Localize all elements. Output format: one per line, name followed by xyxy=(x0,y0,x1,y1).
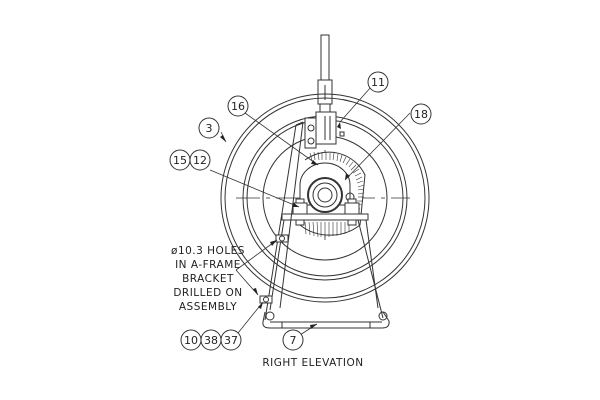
gearbox-bracket xyxy=(304,117,317,149)
svg-text:IN A-FRAME: IN A-FRAME xyxy=(175,259,241,271)
balloon-37: 37 xyxy=(220,329,242,351)
svg-text:12: 12 xyxy=(193,154,207,167)
svg-text:ASSEMBLY: ASSEMBLY xyxy=(179,301,237,313)
svg-text:37: 37 xyxy=(224,334,238,347)
balloon-7: 7 xyxy=(282,329,304,351)
balloon-38: 38 xyxy=(200,329,222,351)
balloon-11: 11 xyxy=(367,71,389,93)
svg-text:10: 10 xyxy=(184,334,198,347)
a-frame-bracket xyxy=(262,121,390,329)
svg-text:BRACKET: BRACKET xyxy=(182,273,234,285)
bracket-holes xyxy=(259,234,289,304)
bearing-hub xyxy=(299,162,355,213)
svg-text:38: 38 xyxy=(204,334,218,347)
svg-text:16: 16 xyxy=(231,100,245,113)
balloon-3: 3 xyxy=(198,117,220,139)
drive-shaft xyxy=(315,34,345,145)
svg-text:7: 7 xyxy=(290,334,297,347)
balloon-16: 16 xyxy=(227,95,249,117)
balloon-15: 15 xyxy=(169,149,191,171)
svg-text:11: 11 xyxy=(371,76,385,89)
base-plate xyxy=(281,213,369,221)
svg-text:15: 15 xyxy=(173,154,187,167)
balloon-18: 18 xyxy=(410,103,432,125)
drilling-note: ø10.3 HOLES IN A-FRAME BRACKET DRILLED O… xyxy=(171,245,245,313)
leader-lines xyxy=(209,86,411,336)
view-title: RIGHT ELEVATION xyxy=(262,357,363,369)
svg-text:18: 18 xyxy=(414,108,428,121)
balloon-12: 12 xyxy=(189,149,211,171)
arrowheads xyxy=(220,122,350,329)
balloon-10: 10 xyxy=(180,329,202,351)
svg-text:3: 3 xyxy=(206,122,213,135)
svg-text:DRILLED ON: DRILLED ON xyxy=(173,287,242,299)
svg-text:ø10.3 HOLES: ø10.3 HOLES xyxy=(171,245,245,257)
mounting-bolts xyxy=(292,198,360,226)
